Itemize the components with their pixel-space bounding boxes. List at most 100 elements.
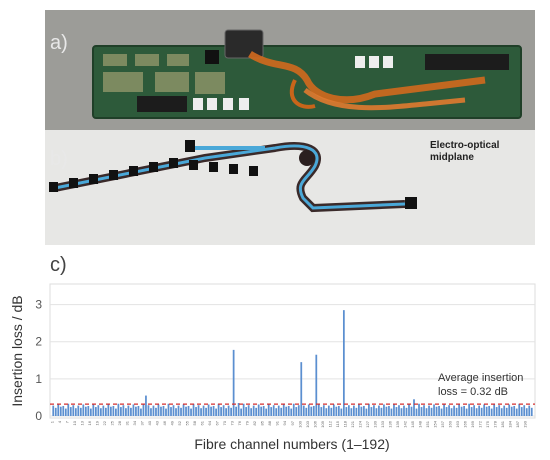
bar-channel-18 [94,407,97,416]
bar-channel-124 [360,406,363,416]
bar-channel-174 [485,406,488,416]
x-tick-label: 139 [395,420,400,427]
x-tick-label: 154 [433,420,438,427]
bar-channel-43 [157,404,160,416]
bar-channel-90 [275,408,278,416]
bar-channel-185 [513,405,516,416]
bar-channel-54 [185,406,187,416]
bar-channel-156 [440,408,443,416]
bar-channel-98 [295,407,298,416]
metal-connector [224,29,264,59]
x-tick-label: 127 [365,420,370,427]
bar-channel-92 [280,407,283,416]
bar-channel-75 [237,403,240,416]
bar-channel-166 [465,408,468,416]
bar-channel-10 [74,408,77,416]
bar-channel-14 [84,406,87,416]
bar-channel-106 [315,354,318,416]
bar-channel-118 [345,407,348,416]
bar-channel-169 [473,405,476,416]
bar-channel-61 [202,405,205,416]
bar-channel-100 [300,362,303,416]
bar-channel-140 [400,408,403,416]
bar-channel-145 [413,399,415,416]
bar-channel-150 [425,408,428,416]
bar-channel-12 [79,407,82,416]
bar-channel-94 [285,406,288,416]
x-tick-label: 85 [260,420,265,425]
bar-channel-30 [125,408,127,416]
x-tick-label: 43 [154,420,159,425]
bar-channel-49 [172,405,175,416]
bar-channel-7 [67,403,70,416]
bar-channel-95 [287,405,290,416]
x-tick-label: 1 [49,420,54,423]
bar-channel-86 [265,408,268,416]
bar-channel-57 [192,403,195,416]
bar-channel-69 [222,405,225,416]
x-tick-label: 16 [87,420,92,425]
x-tick-label: 157 [440,420,445,427]
bar-channel-192 [530,407,533,416]
panel-label-a: a) [50,32,68,54]
bar-channel-163 [458,404,460,416]
x-tick-label: 100 [297,420,302,427]
bar-channel-45 [162,405,165,416]
x-tick-label: 133 [380,420,385,427]
panel-label-b: b) [50,148,68,170]
bar-channel-58 [195,407,197,416]
bar-channel-131 [378,405,380,416]
bar-channel-97 [292,403,295,416]
x-tick-label: 28 [117,420,122,425]
panel-label-c: c) [50,254,67,276]
bar-channel-99 [297,405,300,416]
bar-channel-117 [342,310,345,416]
bar-channel-34 [135,406,137,416]
bar-channel-191 [528,405,531,416]
bar-channel-146 [415,408,418,416]
chip [205,50,219,64]
connector-dark [137,96,187,112]
x-tick-label: 178 [493,420,498,427]
x-tick-label: 76 [237,420,242,425]
bar-channel-172 [480,407,483,416]
bar-channel-33 [132,404,135,416]
bar-channel-70 [225,408,227,416]
y-tick-label: 2 [35,335,42,349]
bar-channel-80 [250,408,253,416]
bar-channel-137 [393,403,395,416]
bar-channel-77 [242,403,245,416]
midplane-caption-line1: Electro-optical [430,140,500,151]
bar-channel-24 [109,406,112,416]
bar-channel-177 [493,403,496,416]
bar-channel-138 [395,407,398,416]
bar-channel-2 [54,407,57,416]
bar-channel-78 [245,407,248,416]
bar-channel-108 [320,407,323,416]
bar-channel-189 [523,405,526,416]
annotation-line1: Average insertion [438,372,523,384]
bar-channel-125 [363,405,365,416]
bar-channel-20 [99,408,102,416]
y-tick-label: 3 [35,298,42,312]
x-tick-label: 103 [305,420,310,427]
x-tick-label: 187 [515,420,520,427]
bar-channel-25 [112,405,115,416]
waveguide-flex [248,50,486,104]
bar-channel-87 [267,403,270,416]
x-tick-label: 118 [342,420,347,427]
bar-channel-128 [370,407,373,416]
bar-channel-4 [59,406,62,416]
x-tick-label: 19 [94,420,99,425]
bar-channel-188 [520,407,523,416]
x-tick-label: 58 [192,420,197,425]
bar-channel-173 [483,404,486,416]
bar-channel-147 [418,403,420,416]
x-tick-label: 175 [485,420,490,427]
x-tick-label: 151 [425,420,430,427]
x-tick-label: 136 [387,420,392,427]
bar-channel-84 [260,406,263,416]
x-tick-label: 73 [230,420,235,425]
bar-channel-111 [327,405,330,416]
